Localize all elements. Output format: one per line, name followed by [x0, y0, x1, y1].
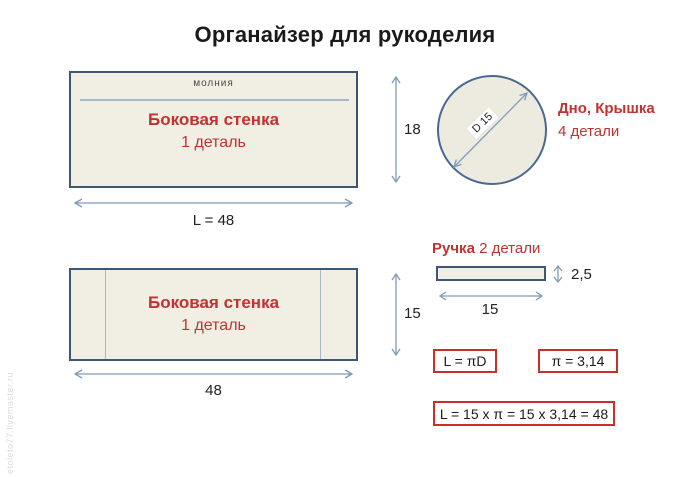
zipper-line — [80, 99, 349, 101]
length-dimension-value-top: L = 48 — [192, 212, 235, 229]
diameter-dimension-arrow — [452, 91, 529, 169]
piece-count: 1 деталь — [181, 316, 246, 334]
height-dimension-value-top: 18 — [404, 121, 421, 138]
handle-caption: Ручка 2 детали — [432, 240, 540, 257]
piece-count: 1 деталь — [181, 133, 246, 151]
formula-calculation: L = 15 x π = 15 x 3,14 = 48 — [433, 401, 615, 426]
side-wall-bottom-label: Боковая стенка 1 деталь — [71, 292, 356, 337]
formula-circumference: L = πD — [433, 349, 497, 373]
side-wall-bottom-piece: Боковая стенка 1 деталь — [69, 268, 358, 361]
handle-height-arrow — [553, 264, 563, 284]
side-wall-top-piece: молния Боковая стенка 1 деталь — [69, 71, 358, 188]
lid-piece-count: 4 детали — [558, 123, 620, 140]
side-wall-top-label: Боковая стенка 1 деталь — [71, 109, 356, 154]
height-dimension-arrow-bottom — [391, 272, 401, 357]
height-dimension-arrow-top — [391, 75, 401, 184]
formula-pi: π = 3,14 — [538, 349, 618, 373]
handle-name: Ручка — [432, 240, 475, 257]
watermark: etoleto77.livemaster.ru — [5, 371, 15, 474]
zipper-label: молния — [193, 78, 234, 89]
handle-piece — [436, 266, 546, 281]
length-dimension-value-bottom: 48 — [205, 382, 222, 399]
page-title: Органайзер для рукоделия — [194, 22, 496, 47]
length-dimension-arrow-bottom — [73, 369, 354, 379]
piece-name: Боковая стенка — [147, 110, 280, 129]
length-dimension-arrow-top — [73, 198, 354, 208]
handle-height-value: 2,5 — [571, 266, 592, 283]
seam-line-right — [320, 270, 321, 359]
height-dimension-value-bottom: 15 — [404, 305, 421, 322]
handle-count: 2 детали — [479, 240, 541, 257]
lid-circle-piece — [437, 75, 547, 185]
lid-piece-name: Дно, Крышка — [558, 100, 655, 117]
handle-length-arrow — [438, 291, 544, 301]
seam-line-left — [105, 270, 106, 359]
piece-name: Боковая стенка — [147, 293, 280, 312]
handle-length-value: 15 — [481, 301, 499, 318]
